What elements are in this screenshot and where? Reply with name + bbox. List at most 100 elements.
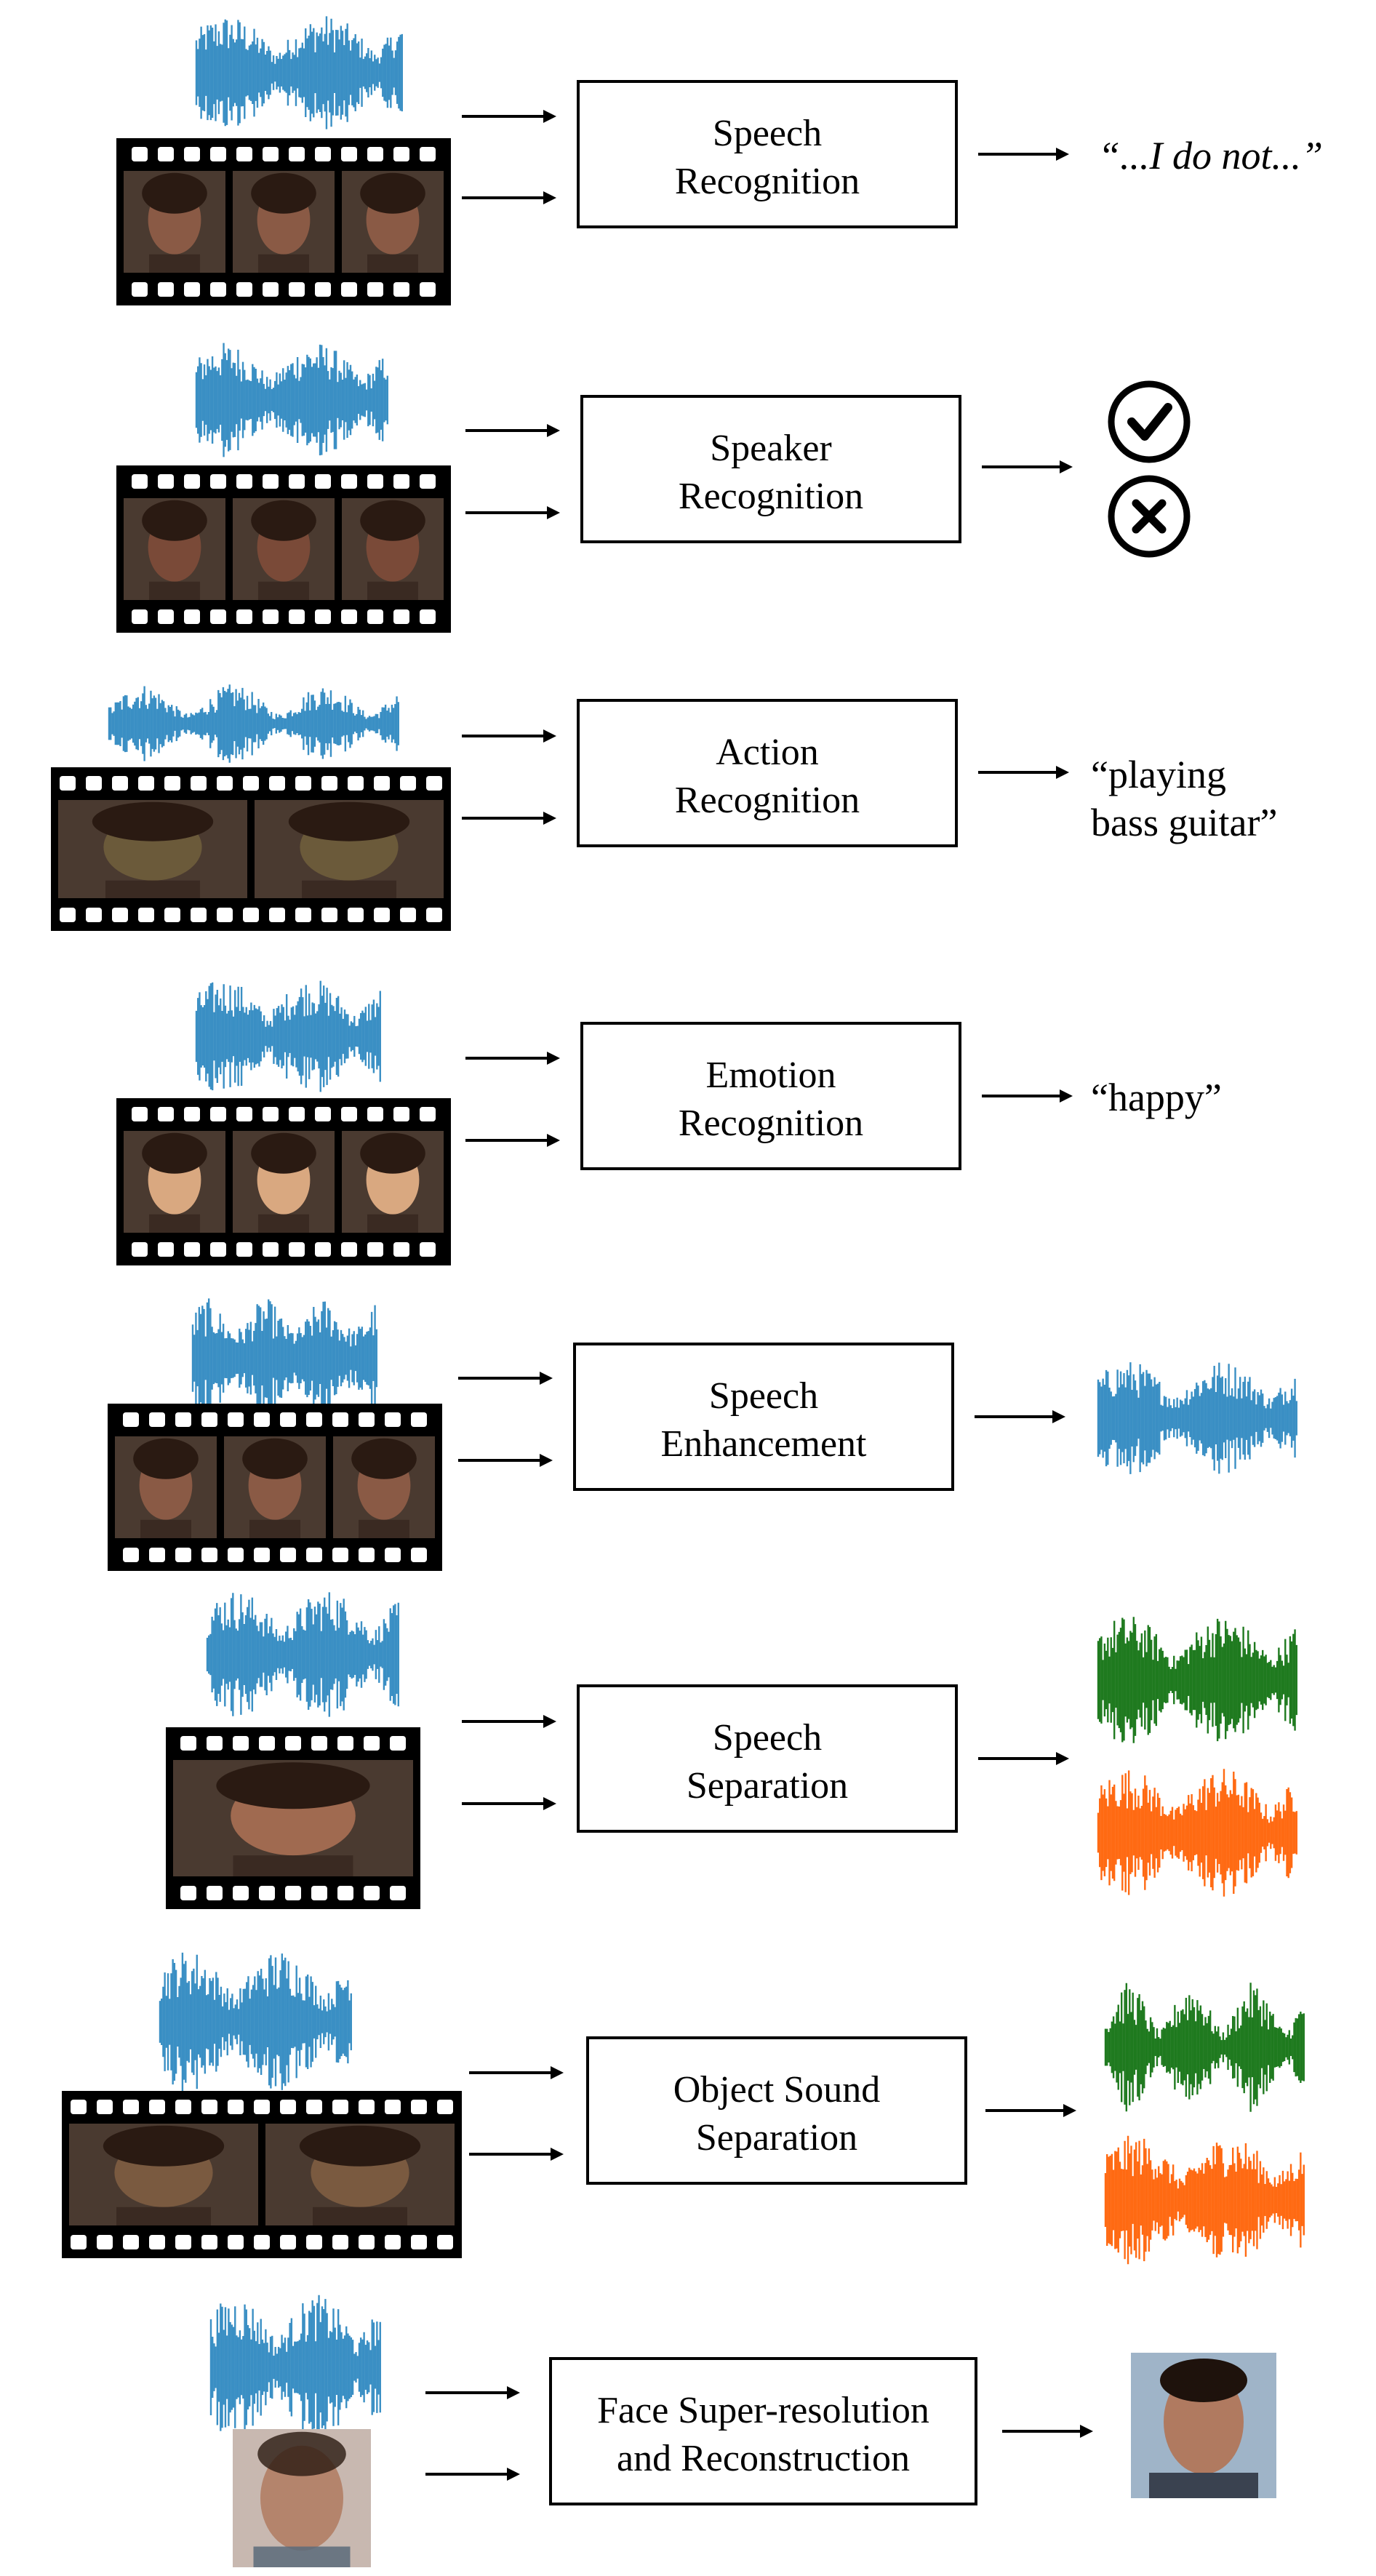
sprocket-hole (86, 776, 102, 791)
sprocket-hole (315, 147, 331, 161)
sprocket-hole (180, 1736, 196, 1751)
sprocket-hole (359, 1412, 375, 1427)
sprocket-hole (341, 474, 357, 489)
sprocket-hole (337, 1886, 353, 1900)
sprocket-hole (280, 1548, 296, 1562)
sprocket-hole (420, 474, 436, 489)
sprocket-hole (112, 776, 128, 791)
cross-circle-icon (1108, 475, 1191, 558)
output-arrow (978, 148, 1069, 161)
sprocket-hole (132, 474, 148, 489)
sprocket-hole (289, 282, 305, 297)
sprocket-hole (149, 1412, 165, 1427)
video-frame (333, 1436, 435, 1538)
sprocket-hole (420, 609, 436, 624)
sprocket-hole (321, 908, 337, 922)
input-video-filmstrip (108, 1404, 442, 1571)
sprocket-hole (315, 282, 331, 297)
sprocket-hole (295, 776, 311, 791)
separated-waveform-1 (1097, 1617, 1297, 1743)
sprocket-hole (426, 776, 442, 791)
input-audio-waveform (195, 980, 381, 1092)
sprocket-hole (201, 1548, 217, 1562)
sprocket-hole (138, 776, 154, 791)
sprocket-hole (332, 2100, 348, 2114)
sprocket-hole (311, 1886, 327, 1900)
sprocket-hole (390, 1736, 406, 1751)
task-label: Recognition (675, 161, 860, 202)
sprocket-hole (348, 776, 364, 791)
sprocket-hole (210, 609, 226, 624)
output-arrow (975, 1410, 1065, 1423)
task-box (549, 2357, 977, 2505)
separated-waveform-2 (1104, 2135, 1305, 2265)
task-box (577, 80, 958, 228)
sprocket-hole (138, 908, 154, 922)
sprocket-hole (385, 1548, 401, 1562)
output-arrow (985, 2104, 1076, 2117)
output-audio-waveform (1097, 1362, 1297, 1474)
sprocket-hole (236, 1107, 252, 1121)
video-frame (173, 1760, 413, 1876)
sprocket-hole (411, 2100, 427, 2114)
video-frame (115, 1436, 217, 1538)
sprocket-hole (393, 1107, 409, 1121)
task-label: Enhancement (661, 1423, 868, 1465)
sprocket-hole (437, 2100, 453, 2114)
sprocket-hole (236, 1242, 252, 1257)
sprocket-hole (315, 1242, 331, 1257)
sprocket-hole (348, 908, 364, 922)
input-arrow (465, 506, 560, 519)
sprocket-hole (359, 2235, 375, 2249)
sprocket-hole (315, 1107, 331, 1121)
sprocket-hole (341, 1242, 357, 1257)
video-frame (233, 171, 335, 273)
sprocket-hole (364, 1886, 380, 1900)
input-video-filmstrip (116, 1098, 451, 1265)
sprocket-hole (393, 474, 409, 489)
sprocket-hole (321, 776, 337, 791)
task-box (586, 2036, 967, 2185)
sprocket-hole (306, 1548, 322, 1562)
sprocket-hole (341, 609, 357, 624)
sprocket-hole (123, 1548, 139, 1562)
sprocket-hole (60, 908, 76, 922)
sprocket-hole (280, 2235, 296, 2249)
task-label: Speech (709, 1375, 818, 1417)
sprocket-hole (210, 282, 226, 297)
sprocket-hole (184, 147, 200, 161)
sprocket-hole (210, 147, 226, 161)
sprocket-hole (315, 474, 331, 489)
input-arrow (425, 2468, 520, 2481)
input-arrow (469, 2066, 564, 2079)
input-audio-waveform (195, 343, 388, 457)
task-label: Action (716, 732, 819, 773)
sprocket-hole (337, 1736, 353, 1751)
sprocket-hole (86, 908, 102, 922)
sprocket-hole (385, 1412, 401, 1427)
input-audio-waveform (159, 1952, 352, 2092)
sprocket-hole (367, 1242, 383, 1257)
sprocket-hole (420, 1242, 436, 1257)
input-arrow (458, 1372, 553, 1385)
input-arrow (465, 424, 560, 437)
task-label: Recognition (679, 476, 863, 517)
video-frame (124, 171, 225, 273)
sprocket-hole (289, 1242, 305, 1257)
sprocket-hole (184, 1107, 200, 1121)
sprocket-hole (289, 1107, 305, 1121)
sprocket-hole (254, 1548, 270, 1562)
input-audio-waveform (108, 684, 399, 763)
sprocket-hole (289, 609, 305, 624)
sprocket-hole (60, 776, 76, 791)
sprocket-hole (259, 1886, 275, 1900)
sprocket-hole (254, 1412, 270, 1427)
sprocket-hole (217, 908, 233, 922)
video-frame (342, 171, 444, 273)
sprocket-hole (228, 2235, 244, 2249)
sprocket-hole (341, 282, 357, 297)
task-label: Recognition (675, 780, 860, 821)
sprocket-hole (217, 776, 233, 791)
